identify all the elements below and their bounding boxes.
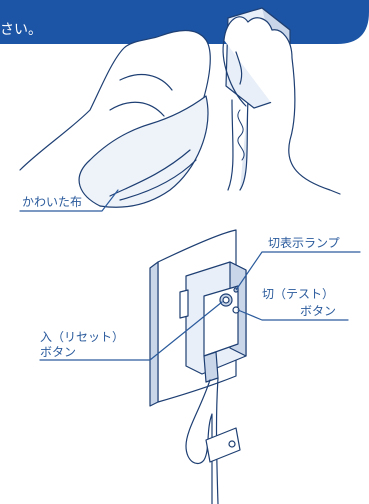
top-scene [19, 7, 341, 212]
off-lamp-label: 切表示ランプ [268, 236, 340, 250]
off-button-label-line1: 切（テスト） [262, 287, 335, 301]
bottom-scene [39, 229, 361, 504]
right-hand [223, 16, 341, 195]
plug-cable [239, 99, 249, 191]
off-button-label-line2: ボタン [300, 304, 337, 318]
cloth [78, 95, 209, 208]
on-button-label-line1: 入（リセット） [40, 330, 125, 344]
on-button-label-line2: ボタン [40, 345, 77, 359]
header-text: さい。 [0, 22, 42, 38]
device-cable [185, 379, 213, 504]
cloth-label: かわいた布 [22, 195, 83, 209]
leakage-breaker [179, 261, 247, 383]
